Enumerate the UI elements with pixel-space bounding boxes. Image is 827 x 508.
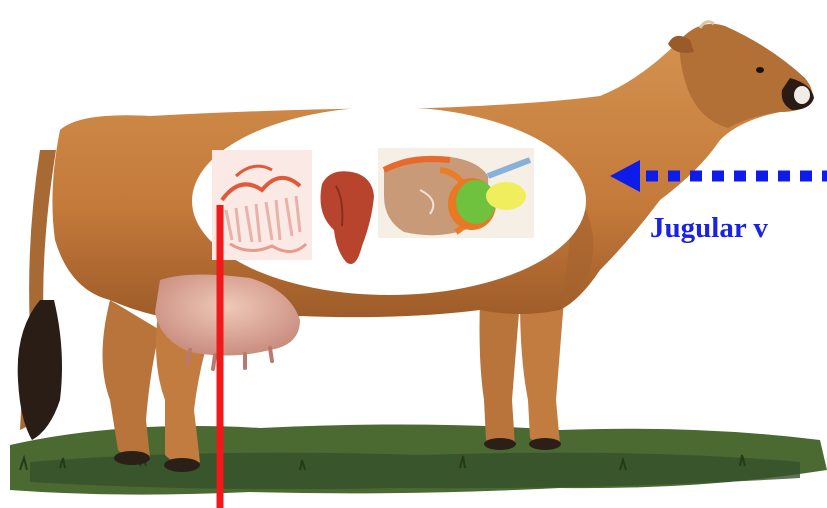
tail-switch xyxy=(18,300,62,440)
jugular-vein-label: Jugular v xyxy=(650,212,768,245)
rumen-stomach-icon xyxy=(378,148,534,238)
front-leg-front xyxy=(520,300,564,447)
intestines-icon xyxy=(212,150,312,260)
front-leg-back xyxy=(480,300,521,448)
cow-eye xyxy=(756,67,764,73)
organ-inset xyxy=(192,107,586,295)
